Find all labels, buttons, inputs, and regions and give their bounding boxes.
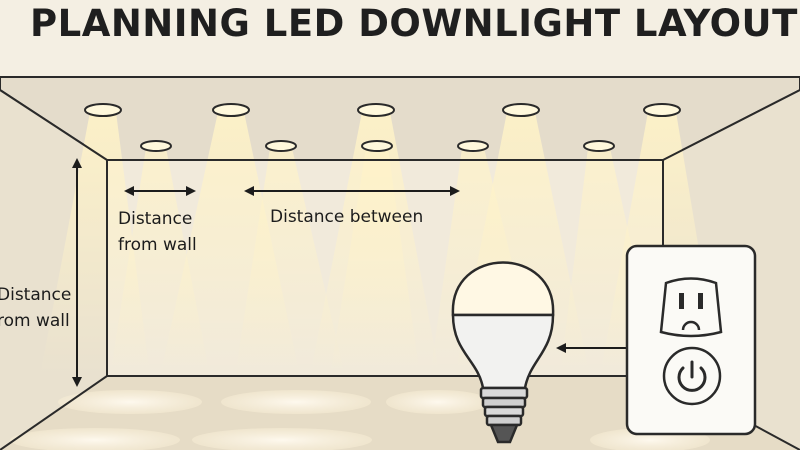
downlights [84, 103, 681, 152]
wall-outlet-plate [625, 244, 757, 436]
distance-between-label: Distance between [270, 207, 423, 227]
downlight [212, 103, 250, 117]
page-title: PLANNING LED DOWNLIGHT LAYOUT [30, 2, 798, 45]
distance-from-wall-label-1: Distance [118, 209, 192, 229]
side-distance-label-1: Distance [0, 285, 71, 305]
side-distance-label-2: rom wall [0, 311, 70, 331]
downlight [643, 103, 681, 117]
distance-from-wall-arrow [124, 186, 196, 196]
distance-from-wall-label-2: from wall [118, 235, 197, 255]
downlight [502, 103, 540, 117]
downlight [357, 103, 395, 117]
downlight [84, 103, 122, 117]
vertical-distance-arrow [72, 158, 82, 387]
downlight [361, 140, 393, 152]
downlight [265, 140, 297, 152]
downlight [457, 140, 489, 152]
wall-outlet-icon [659, 277, 723, 338]
power-button-icon [662, 346, 722, 406]
distance-between-arrow [244, 186, 460, 196]
floor [0, 376, 800, 450]
led-bulb-icon [451, 261, 555, 444]
downlight [583, 140, 615, 152]
downlight [140, 140, 172, 152]
